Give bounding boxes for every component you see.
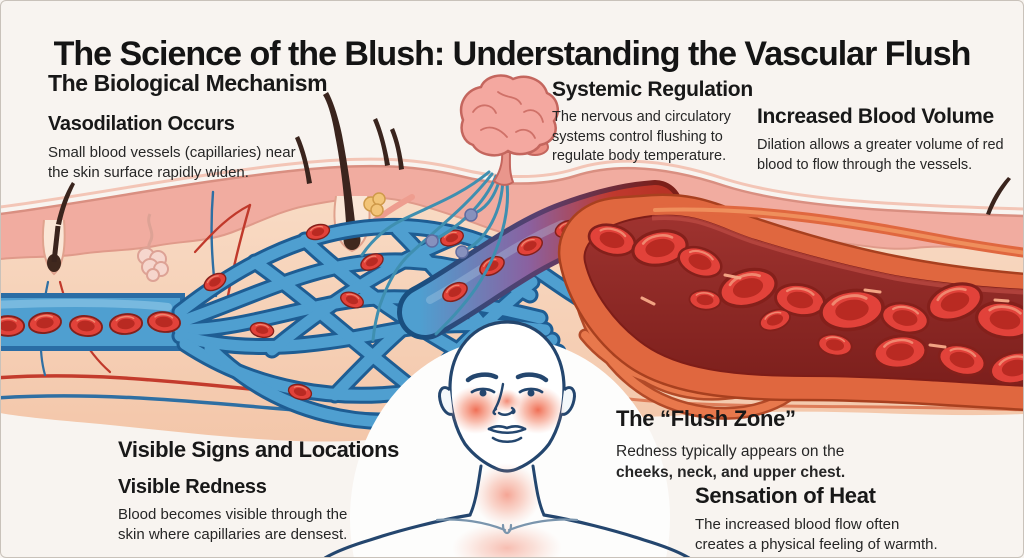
section-biological-mechanism: The Biological Mechanism Vasodilation Oc… bbox=[48, 70, 328, 183]
section-visible-signs: Visible Signs and Locations Visible Redn… bbox=[118, 437, 399, 545]
collarbones bbox=[435, 518, 579, 535]
visible-redness-body: Blood becomes visible through the skin w… bbox=[118, 506, 348, 543]
capillary-network bbox=[0, 222, 600, 422]
section-sensation-of-heat: Sensation of Heat The increased blood fl… bbox=[695, 483, 938, 555]
flush-zone-heading: The “Flush Zone” bbox=[616, 406, 796, 431]
page-title: The Science of the Blush: Understanding … bbox=[53, 34, 972, 73]
brain-illustration bbox=[459, 74, 560, 186]
dilated-red-vessel bbox=[557, 193, 1024, 420]
flush-zone-body: Redness typically appears on the cheeks,… bbox=[616, 443, 846, 481]
blush-redness bbox=[449, 386, 565, 558]
section-systemic-regulation: Systemic Regulation The nervous and circ… bbox=[552, 78, 753, 167]
systemic-regulation-heading: Systemic Regulation bbox=[552, 78, 753, 101]
section-increased-blood-volume: Increased Blood Volume Dilation allows a… bbox=[757, 105, 1004, 175]
increased-blood-volume-heading: Increased Blood Volume bbox=[757, 105, 994, 128]
nerve-fibers bbox=[360, 170, 510, 342]
vasodilation-body: Small blood vessels (capillaries) near t… bbox=[48, 144, 296, 181]
sebaceous-gland bbox=[363, 192, 386, 217]
blushing-face-illustration bbox=[323, 320, 691, 558]
sensation-of-heat-heading: Sensation of Heat bbox=[695, 483, 876, 508]
visible-redness-heading: Visible Redness bbox=[118, 476, 267, 498]
sensation-of-heat-body: The increased blood flow often creates a… bbox=[695, 516, 938, 553]
vasodilation-heading: Vasodilation Occurs bbox=[48, 113, 235, 135]
increased-blood-volume-body: Dilation allows a greater volume of red … bbox=[757, 137, 1004, 173]
systemic-regulation-body: The nervous and circulatory systems cont… bbox=[552, 109, 731, 164]
sweat-gland bbox=[137, 213, 169, 282]
visible-signs-heading: Visible Signs and Locations bbox=[118, 437, 399, 462]
biological-mechanism-heading: The Biological Mechanism bbox=[48, 70, 328, 96]
blood-flow-dashes bbox=[640, 273, 1010, 349]
section-flush-zone: The “Flush Zone” Redness typically appea… bbox=[616, 406, 845, 483]
nerve-endings bbox=[425, 208, 478, 259]
